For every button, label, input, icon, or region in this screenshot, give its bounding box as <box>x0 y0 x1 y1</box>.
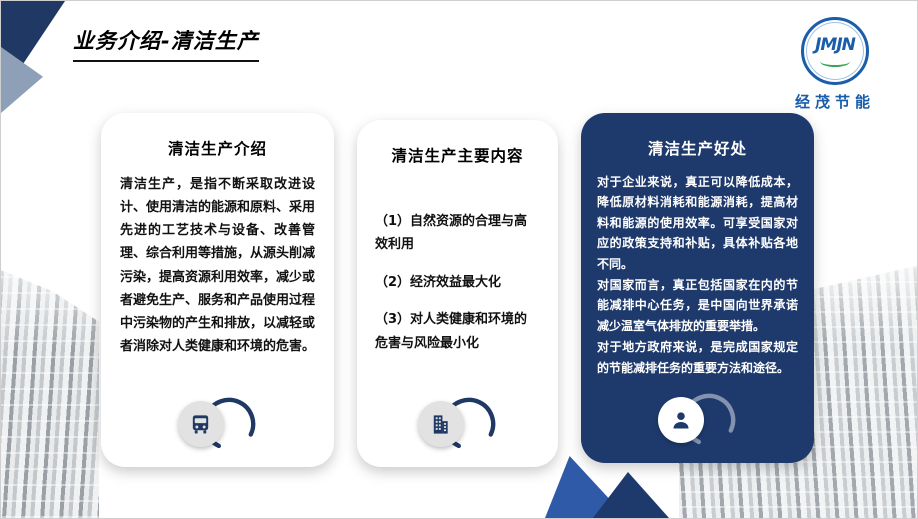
list-item: （3）对人类健康和环境的危害与风险最小化 <box>375 312 528 351</box>
icon-badge <box>417 401 464 447</box>
list-item: （2）经济效益最大化 <box>375 274 502 290</box>
person-icon <box>673 412 688 429</box>
card-clean-production-intro: 清洁生产介绍 清洁生产，是指不断采取改进设计、使用清洁的能源和原料、采用先进的工… <box>101 113 334 467</box>
card-title: 清洁生产主要内容 <box>391 147 524 165</box>
building-photo-left <box>1 270 99 518</box>
logo-ring: JMJN <box>801 17 869 85</box>
icon-badge <box>657 397 704 443</box>
company-logo: JMJN 经茂节能 <box>777 17 893 112</box>
logo-company-name: 经茂节能 <box>794 93 875 111</box>
list-item: （1）自然资源的合理与高效利用 <box>375 214 528 253</box>
benefit-paragraph: 对于企业来说，真正可以降低成本，降低原材料消耗和能源消耗，提高材料和能源的使用效… <box>597 175 798 271</box>
card-title: 清洁生产介绍 <box>167 140 267 158</box>
card-benefits: 清洁生产好处 对于企业来说，真正可以降低成本，降低原材料消耗和能源消耗，提高材料… <box>581 113 814 463</box>
card-body-text: 清洁生产，是指不断采取改进设计、使用清洁的能源和原料、采用先进的工艺技术与设备、… <box>120 177 316 354</box>
building-icon <box>433 414 448 434</box>
card-icon-group <box>417 395 498 453</box>
benefit-paragraph: 对于地方政府来说，是完成国家规定的节能减排任务的重要方法和途径。 <box>597 340 798 375</box>
bus-icon <box>192 414 209 434</box>
benefit-paragraph: 对国家而言，真正包括国家在内的节能减排中心任务，是中国向世界承诺减少温室气体排放… <box>597 277 798 333</box>
card-title: 清洁生产好处 <box>647 140 747 158</box>
card-icon-group <box>657 391 738 449</box>
logo-swoosh-icon <box>820 56 850 67</box>
slide-title: 业务介绍-清洁生产 <box>73 25 259 62</box>
card-main-content: 清洁生产主要内容 （1）自然资源的合理与高效利用 （2）经济效益最大化 （3）对… <box>357 120 558 467</box>
icon-badge <box>177 401 224 447</box>
card-icon-group <box>177 395 258 453</box>
logo-monogram: JMJN <box>815 35 856 55</box>
content-list: （1）自然资源的合理与高效利用 （2）经济效益最大化 （3）对人类健康和环境的危… <box>375 210 540 355</box>
